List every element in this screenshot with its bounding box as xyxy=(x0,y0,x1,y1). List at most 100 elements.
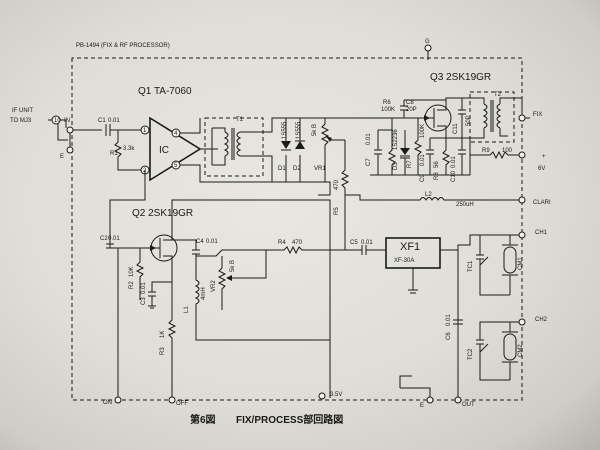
r8-value: 56 xyxy=(434,161,440,168)
q1-pin4: 4 xyxy=(174,131,178,137)
g-terminal xyxy=(424,44,432,52)
r5-label: R5 xyxy=(334,207,340,215)
r4-label: R4 xyxy=(278,240,286,246)
d2-diode xyxy=(295,118,305,182)
vr2-pot xyxy=(217,250,267,310)
t1-label: T1 xyxy=(236,117,244,123)
vr1-value: 5k B xyxy=(312,124,318,136)
l2-value: 250uH xyxy=(456,202,474,208)
v35-terminal xyxy=(318,392,326,400)
ch2-terminal xyxy=(518,318,526,326)
t1-transformer xyxy=(211,127,242,166)
vr1-label: VR1 xyxy=(314,166,326,172)
ch1-terminal-label: CH1 xyxy=(535,230,548,236)
d3-varicap xyxy=(400,130,410,175)
c6-label: C6 xyxy=(446,332,452,340)
c10-label: C10 xyxy=(451,170,457,182)
q1-ic: IC 1 2 4 5 xyxy=(140,116,202,182)
r1-value: 3.3k xyxy=(123,146,135,152)
clari-terminal-label: CLARI xyxy=(533,200,551,206)
fix-terminal-label: FIX xyxy=(533,112,542,118)
c11-value: 50P xyxy=(466,115,472,126)
board-title: PB-1494 (FIX & RF PROCESSOR) xyxy=(76,43,170,49)
input-jack-number: 10 xyxy=(54,118,61,124)
vr2-value: 5k B xyxy=(230,260,236,272)
l1-value: 4mH xyxy=(201,287,207,300)
fix-terminal xyxy=(518,114,526,122)
input-section: IF UNIT TO MJ3 10 IN E xyxy=(10,108,74,160)
c1-value: 0.01 xyxy=(108,118,120,124)
cm1-crystal xyxy=(502,235,518,295)
xf1-label: XF1 xyxy=(400,241,420,253)
e-terminal-in xyxy=(66,146,74,154)
r6-label: R6 xyxy=(383,100,391,106)
r2-label: R2 xyxy=(129,281,135,289)
r8-label: R8 xyxy=(434,172,440,180)
input-label-2: TO MJ3 xyxy=(10,118,32,124)
l1-inductor xyxy=(194,256,330,341)
q2-fet xyxy=(147,230,178,266)
vr1-pot xyxy=(320,118,345,182)
ch2-terminal-label: CH2 xyxy=(535,317,548,323)
tc1-label: TC1 xyxy=(468,260,474,272)
cm2-crystal xyxy=(502,322,518,380)
e-terminal-in-label: E xyxy=(60,154,64,160)
r7-label: R7 xyxy=(407,160,413,168)
c5-label: C5 xyxy=(350,240,358,246)
off-terminal-label: OFF xyxy=(176,401,188,407)
l1-label: L1 xyxy=(184,306,190,313)
q1-title: Q1 TA-7060 xyxy=(138,86,192,97)
t2-shield xyxy=(469,91,515,143)
c2-value: 0.01 xyxy=(108,236,120,242)
vr2-label: VR2 xyxy=(211,280,217,292)
clari-terminal xyxy=(518,196,526,204)
c3-value: 0.01 xyxy=(141,282,147,294)
d1-value: 1S555 xyxy=(282,121,288,139)
q3-fet xyxy=(420,97,462,138)
r9-value: 100 xyxy=(502,148,513,154)
cm2-label: CM2 xyxy=(518,344,524,357)
c7-value: 0.01 xyxy=(366,133,372,145)
c10-value: 0.01 xyxy=(451,156,457,168)
plus-6v-terminal xyxy=(518,151,526,159)
c4-label: C4 xyxy=(196,239,204,245)
q1-pin5: 5 xyxy=(174,163,178,169)
t2-label: T2 xyxy=(494,92,502,98)
c8-value: 20P xyxy=(406,107,417,113)
d1-diode xyxy=(281,118,291,182)
c5-value: 0.01 xyxy=(361,240,373,246)
r4-value: 470 xyxy=(292,240,303,246)
figure-title: FIX/PROCESS部回路図 xyxy=(236,413,343,426)
t2-transformer xyxy=(462,97,523,139)
d1-label: D1 xyxy=(278,166,286,172)
e-terminal-out-label: E xyxy=(420,403,424,409)
c9-value: 0.01 xyxy=(420,154,426,166)
t1-shield xyxy=(204,117,264,177)
off-terminal xyxy=(168,396,176,404)
c7-label: C7 xyxy=(366,158,372,166)
in-terminal-label: IN xyxy=(64,118,70,124)
r3-label: R3 xyxy=(160,347,166,355)
input-label-1: IF UNIT xyxy=(12,108,33,114)
c6-value: 0.01 xyxy=(446,314,452,326)
g-terminal-label: G xyxy=(425,39,430,45)
xf1-value: XF-30A xyxy=(394,258,414,264)
q1-ic-label: IC xyxy=(159,145,169,156)
out-terminal-label: OUT xyxy=(462,402,475,408)
l2-label: L2 xyxy=(425,192,432,198)
c11-label: C11 xyxy=(453,123,459,134)
board-outline xyxy=(71,57,523,401)
tc2-label: TC2 xyxy=(468,348,474,360)
r3-value: 1K xyxy=(160,331,166,338)
c9-label: C9 xyxy=(420,174,426,182)
in-terminal xyxy=(66,126,74,134)
c3-label: C3 xyxy=(141,297,147,305)
q2-title: Q2 2SK19GR xyxy=(132,208,193,219)
r7-value: 100K xyxy=(420,124,426,138)
6v-label: 6V xyxy=(538,166,545,172)
e-terminal-out xyxy=(426,396,434,404)
figure-number: 第6図 xyxy=(190,413,216,426)
d2-label: D2 xyxy=(293,166,301,172)
